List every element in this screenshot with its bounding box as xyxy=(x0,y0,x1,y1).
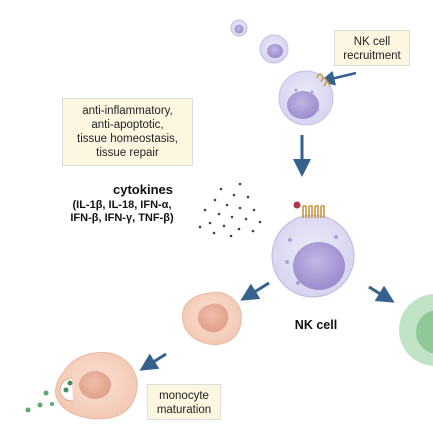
monocyte-maturation-label: monocyte maturation xyxy=(147,384,221,420)
cytokines-title: cytokines xyxy=(113,182,173,197)
monocyte-line-1: monocyte xyxy=(159,390,209,402)
ligand-icon xyxy=(293,201,301,209)
debris-particles xyxy=(25,390,54,413)
cytokines-list: (IL-1β, IL-18, IFN-α, IFN-β, IFN-γ, TNF-… xyxy=(52,199,192,225)
recruitment-arrow xyxy=(319,70,357,86)
monocyte-cell xyxy=(182,291,242,346)
arrow-to-monocyte xyxy=(240,281,270,301)
engulfed-particle xyxy=(63,387,69,393)
nk-recruitment-label: NK cell recruitment xyxy=(334,30,410,66)
monocyte-line-2: maturation xyxy=(156,404,212,416)
effects-line-4: tissue repair xyxy=(96,147,159,159)
nk-recruitment-line-2: recruitment xyxy=(343,50,401,62)
green-cell xyxy=(399,294,433,366)
nk-recruitment-line-1: NK cell xyxy=(353,36,391,48)
effects-line-2: anti-apoptotic, xyxy=(91,119,164,131)
arrow-to-green-cell xyxy=(368,285,395,303)
small-nk-cell-1 xyxy=(230,19,248,37)
cytokines-line-1: (IL-1β, IL-18, IFN-α, xyxy=(72,199,172,211)
migrating-nk-cell xyxy=(278,70,334,126)
cytokine-dots xyxy=(198,182,262,238)
mature-macrophage xyxy=(55,352,138,420)
effects-line-1: anti-inflammatory, xyxy=(82,105,173,117)
cytokines-line-2: IFN-β, IFN-γ, TNF-β) xyxy=(70,212,174,224)
main-nk-cell xyxy=(271,201,355,298)
engulfed-particle xyxy=(67,380,73,386)
arrow-to-macrophage xyxy=(139,352,167,371)
effects-line-3: tissue homeostasis, xyxy=(77,133,178,145)
receptor-cluster-icon xyxy=(316,73,331,87)
effects-label: anti-inflammatory, anti-apoptotic, tissu… xyxy=(62,98,193,166)
small-nk-cell-2 xyxy=(259,34,289,64)
receptor-icon xyxy=(302,205,325,218)
nk-cell-label: NK cell xyxy=(294,318,338,332)
